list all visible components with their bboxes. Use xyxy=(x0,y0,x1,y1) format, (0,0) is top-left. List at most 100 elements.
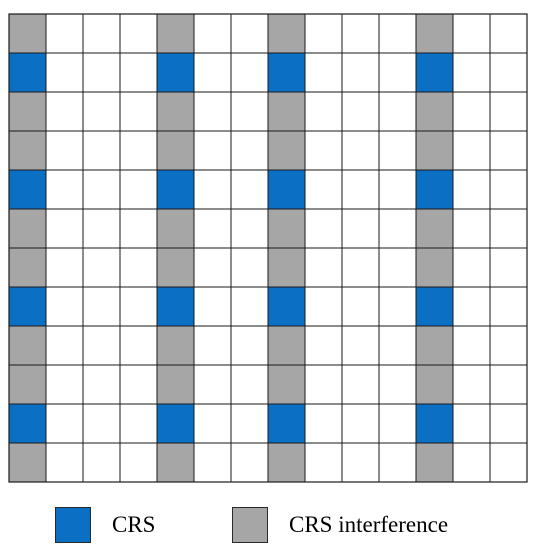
empty-cell xyxy=(341,325,380,366)
empty-cell xyxy=(378,52,417,93)
empty-cell xyxy=(82,130,121,171)
empty-cell xyxy=(230,169,269,210)
empty-cell xyxy=(119,13,158,54)
empty-cell xyxy=(304,208,343,249)
empty-cell xyxy=(452,247,491,288)
crs-interference-cell xyxy=(267,442,306,483)
empty-cell xyxy=(193,325,232,366)
empty-cell xyxy=(341,169,380,210)
empty-cell xyxy=(489,169,528,210)
empty-cell xyxy=(230,403,269,444)
empty-cell xyxy=(304,364,343,405)
crs-cell xyxy=(8,286,47,327)
empty-cell xyxy=(193,442,232,483)
empty-cell xyxy=(304,52,343,93)
empty-cell xyxy=(119,208,158,249)
empty-cell xyxy=(45,442,84,483)
empty-cell xyxy=(304,247,343,288)
empty-cell xyxy=(452,13,491,54)
empty-cell xyxy=(45,52,84,93)
crs-cell xyxy=(415,403,454,444)
crs-interference-cell xyxy=(415,325,454,366)
crs-swatch xyxy=(55,507,91,543)
legend-item-crs-interference: CRS interference xyxy=(232,507,448,543)
crs-cell xyxy=(267,403,306,444)
crs-cell xyxy=(156,403,195,444)
grid-border xyxy=(8,13,528,483)
crs-cell xyxy=(156,169,195,210)
crs-interference-cell xyxy=(415,442,454,483)
empty-cell xyxy=(119,442,158,483)
crs-interference-cell xyxy=(8,442,47,483)
crs-cell xyxy=(8,169,47,210)
empty-cell xyxy=(45,403,84,444)
crs-legend-label: CRS xyxy=(112,512,156,537)
empty-cell xyxy=(489,364,528,405)
empty-cell xyxy=(119,286,158,327)
empty-cell xyxy=(230,442,269,483)
empty-cell xyxy=(45,13,84,54)
crs-interference-cell xyxy=(156,208,195,249)
empty-cell xyxy=(452,403,491,444)
empty-cell xyxy=(45,169,84,210)
crs-cell xyxy=(267,286,306,327)
crs-interference-cell xyxy=(8,325,47,366)
empty-cell xyxy=(82,247,121,288)
empty-cell xyxy=(82,52,121,93)
empty-cell xyxy=(230,364,269,405)
empty-cell xyxy=(230,91,269,132)
empty-cell xyxy=(193,364,232,405)
crs-interference-cell xyxy=(156,13,195,54)
empty-cell xyxy=(489,442,528,483)
empty-cell xyxy=(193,91,232,132)
empty-cell xyxy=(452,286,491,327)
empty-cell xyxy=(341,403,380,444)
empty-cell xyxy=(82,13,121,54)
empty-cell xyxy=(452,442,491,483)
crs-interference-cell xyxy=(267,91,306,132)
empty-cell xyxy=(378,325,417,366)
crs-interference-cell xyxy=(156,91,195,132)
empty-cell xyxy=(489,325,528,366)
empty-cell xyxy=(378,13,417,54)
crs-interference-cell xyxy=(8,247,47,288)
empty-cell xyxy=(82,364,121,405)
empty-cell xyxy=(452,208,491,249)
empty-cell xyxy=(119,169,158,210)
empty-cell xyxy=(82,208,121,249)
empty-cell xyxy=(119,130,158,171)
empty-cell xyxy=(378,130,417,171)
empty-cell xyxy=(45,325,84,366)
empty-cell xyxy=(119,91,158,132)
empty-cell xyxy=(82,403,121,444)
crs-interference-cell xyxy=(267,247,306,288)
empty-cell xyxy=(119,247,158,288)
empty-cell xyxy=(119,325,158,366)
crs-cell xyxy=(156,286,195,327)
empty-cell xyxy=(45,91,84,132)
crs-interference-cell xyxy=(267,364,306,405)
empty-cell xyxy=(304,130,343,171)
empty-cell xyxy=(378,91,417,132)
empty-cell xyxy=(341,52,380,93)
crs-interference-cell xyxy=(267,13,306,54)
empty-cell xyxy=(341,364,380,405)
empty-cell xyxy=(489,13,528,54)
crs-interference-cell xyxy=(415,247,454,288)
empty-cell xyxy=(378,208,417,249)
crs-cell xyxy=(8,52,47,93)
empty-cell xyxy=(45,130,84,171)
empty-cell xyxy=(489,52,528,93)
empty-cell xyxy=(193,52,232,93)
crs-interference-cell xyxy=(267,130,306,171)
empty-cell xyxy=(193,286,232,327)
empty-cell xyxy=(341,442,380,483)
empty-cell xyxy=(230,247,269,288)
crs-interference-cell xyxy=(8,208,47,249)
empty-cell xyxy=(230,208,269,249)
crs-interference-cell xyxy=(8,130,47,171)
crs-cell xyxy=(415,169,454,210)
empty-cell xyxy=(341,247,380,288)
empty-cell xyxy=(230,286,269,327)
crs-interference-cell xyxy=(415,130,454,171)
